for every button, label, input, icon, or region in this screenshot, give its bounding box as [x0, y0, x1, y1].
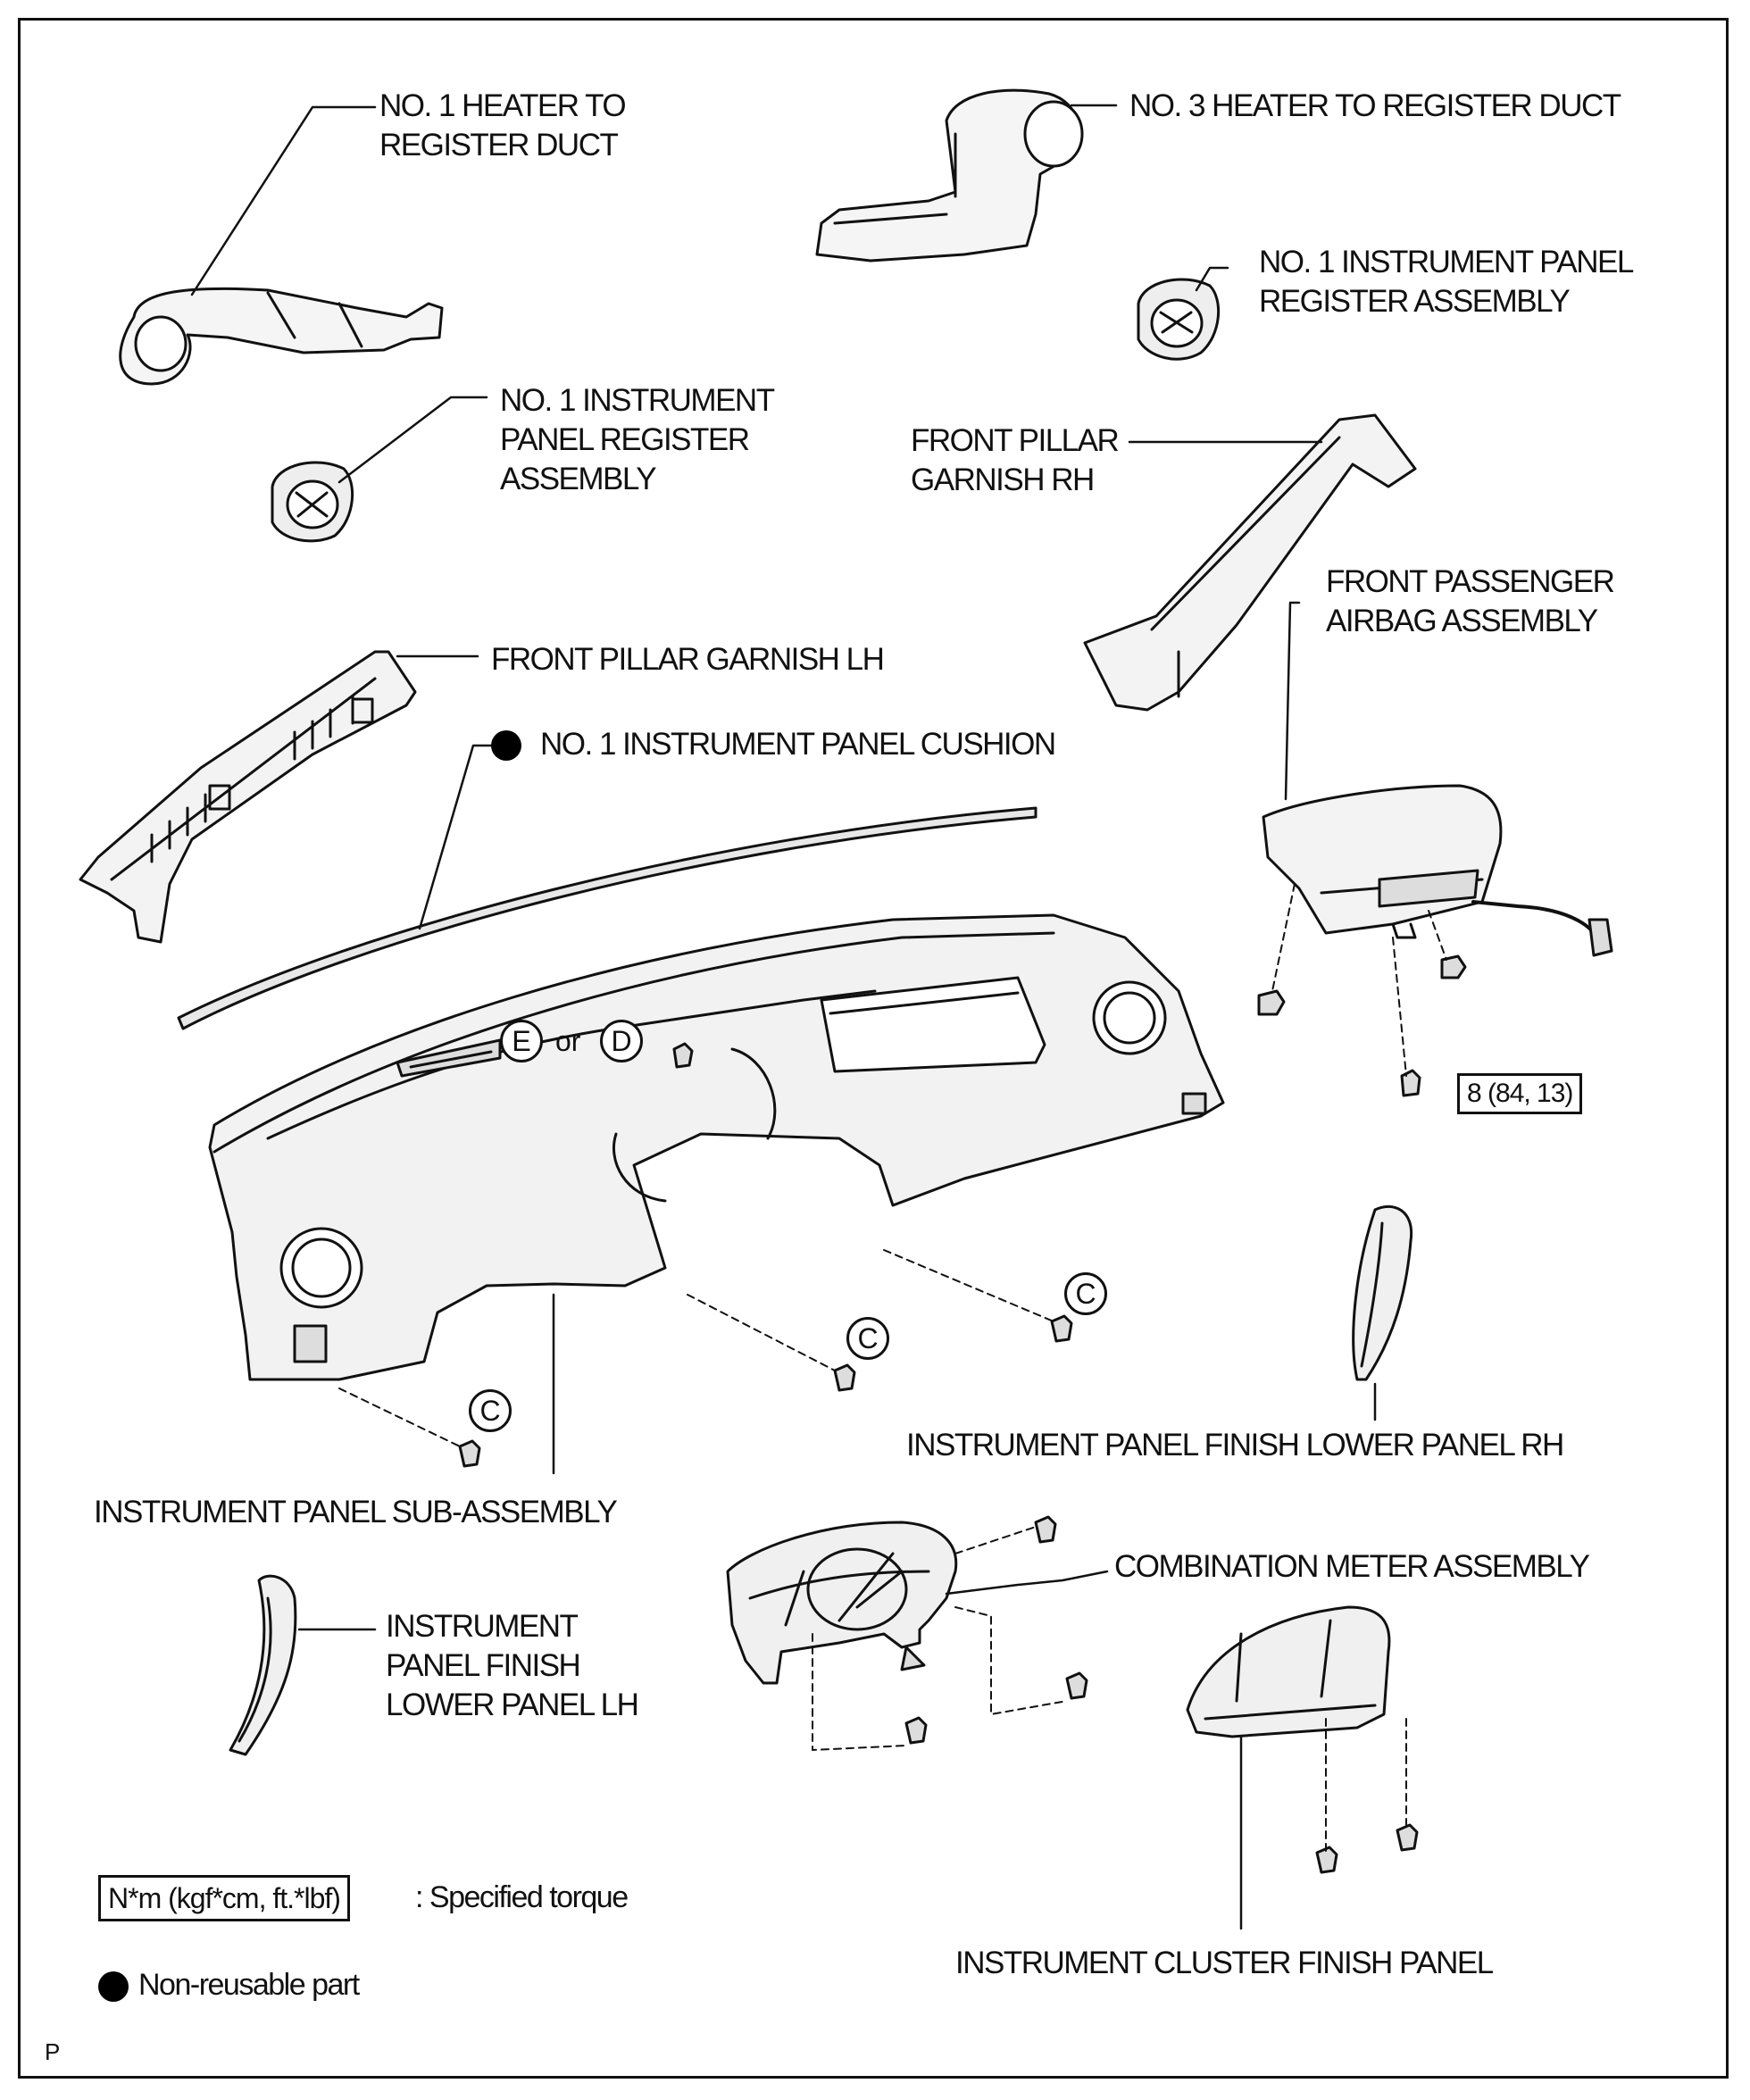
label-heater-duct-3: NO. 3 HEATER TO REGISTER DUCT: [1129, 88, 1621, 123]
airbag-bolts-drawing: [1257, 954, 1467, 1097]
label-finish-rh: INSTRUMENT PANEL FINISH LOWER PANEL RH: [906, 1428, 1564, 1462]
legend-torque-box: N*m (kgf*cm, ft.*lbf): [98, 1875, 350, 1921]
diagram-frame: [18, 18, 1729, 2079]
finish-lh-drawing: [229, 1574, 297, 1756]
heater-duct-1-drawing: [119, 287, 444, 386]
label-pillar-rh: FRONT PILLAR GARNISH RH: [911, 423, 1120, 497]
clip-mark-d: D: [600, 1020, 643, 1062]
label-panel-sub: INSTRUMENT PANEL SUB-ASSEMBLY: [94, 1495, 618, 1529]
cluster-panel-drawing: [1186, 1605, 1391, 1738]
cluster-screws-drawing: [1315, 1823, 1419, 1874]
meter-screws-drawing: [904, 1515, 1088, 1745]
airbag-drawing: [1262, 784, 1613, 957]
legend-torque-desc: : Specified torque: [415, 1880, 629, 1914]
label-cluster-panel: INSTRUMENT CLUSTER FINISH PANEL: [955, 1946, 1494, 1980]
instrument-panel-drawing: [208, 913, 1225, 1381]
torque-value-box: 8 (84, 13): [1457, 1073, 1583, 1114]
label-airbag: FRONT PASSENGER AIRBAG ASSEMBLY: [1326, 564, 1615, 638]
clip-or-text: or: [555, 1025, 581, 1057]
label-register-lh: NO. 1 INSTRUMENT PANEL REGISTER ASSEMBLY: [500, 383, 775, 496]
register-lh-drawing: [271, 461, 354, 543]
register-rh-drawing: [1137, 278, 1221, 361]
label-cushion: NO. 1 INSTRUMENT PANEL CUSHION: [540, 727, 1056, 762]
legend-non-reusable-text: Non-reusable part: [138, 1968, 360, 2002]
corner-letter: P: [45, 2038, 61, 2065]
label-register-rh: NO. 1 INSTRUMENT PANEL REGISTER ASSEMBLY: [1259, 245, 1634, 319]
clip-mark-c-2: C: [846, 1317, 889, 1360]
label-finish-lh: INSTRUMENT PANEL FINISH LOWER PANEL LH: [386, 1609, 639, 1722]
label-pillar-lh: FRONT PILLAR GARNISH LH: [491, 642, 885, 677]
non-reusable-marker: [491, 730, 521, 761]
pillar-rh-drawing: [1083, 413, 1417, 712]
meter-drawing: [726, 1521, 958, 1685]
pillar-lh-drawing: [79, 650, 417, 944]
label-meter: COMBINATION METER ASSEMBLY: [1114, 1549, 1590, 1584]
clip-mark-e: E: [500, 1020, 543, 1062]
clip-mark-c-3: C: [469, 1389, 512, 1432]
cushion-drawing: [177, 806, 1038, 1030]
clip-mark-c-1: C: [1064, 1272, 1107, 1315]
label-heater-duct-1: NO. 1 HEATER TO REGISTER DUCT: [379, 88, 627, 162]
heater-duct-3-drawing: [815, 88, 1084, 262]
screws-drawing: [458, 1042, 1073, 1468]
legend-non-reusable-dot: [98, 1971, 129, 2002]
finish-rh-drawing: [1352, 1204, 1413, 1381]
